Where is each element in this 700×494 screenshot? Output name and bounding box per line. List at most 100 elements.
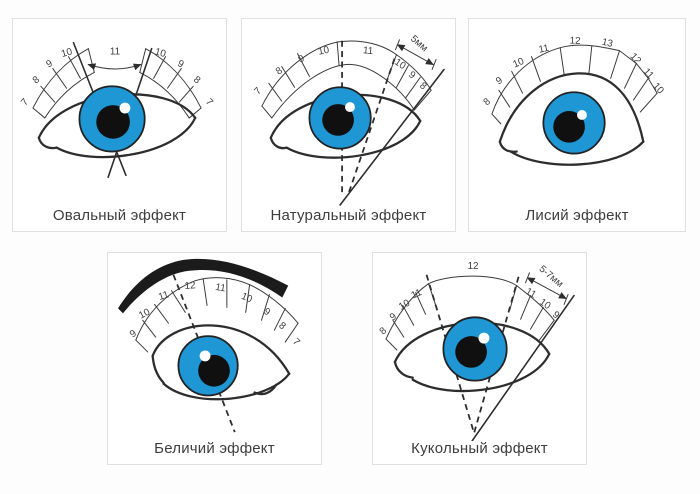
fan-dividers <box>490 45 658 125</box>
lash-length-label: 9 <box>550 309 562 321</box>
pupil <box>198 354 230 387</box>
fox-effect-diagram: 8 9 10 11 12 13 12 11 10 <box>481 36 666 166</box>
lash-length-label: 10 <box>137 306 152 321</box>
pupil-highlight <box>119 102 131 114</box>
panel-caption: Овальный эффект <box>52 207 187 224</box>
fan-inner-arc <box>271 64 415 119</box>
panel-natural-effect: 5мм 7 8 9 10 11 10 9 8 Натуральный эффек… <box>241 18 456 232</box>
lash-length-label: 8 <box>276 320 288 332</box>
lash-length-label: 7 <box>19 97 31 108</box>
pupil <box>455 336 487 368</box>
oval-effect-diagram: 7 8 9 10 11 10 9 8 7 <box>19 41 215 179</box>
lash-length-labels: 9 10 11 12 11 10 9 8 7 <box>128 280 302 348</box>
eye <box>269 86 422 159</box>
fan-inner-arc-left <box>44 71 95 119</box>
lash-length-label: 11 <box>110 47 121 58</box>
fan-outer-arc <box>135 277 299 341</box>
fan-dividers <box>261 41 432 119</box>
lash-length-label: 12 <box>627 51 643 67</box>
panel-caption: Лисий эффект <box>525 207 629 224</box>
left-dashed-guide <box>425 274 475 434</box>
lash-length-label: 11 <box>640 66 655 81</box>
eye <box>37 85 197 159</box>
lash-length-label: 7 <box>203 97 215 108</box>
squirrel-effect-diagram: 9 10 11 12 11 10 9 8 7 <box>118 258 302 433</box>
inner-corner-crease <box>151 354 165 384</box>
outer-corner-guide-line <box>471 294 575 441</box>
lash-length-label: 8 <box>481 96 493 108</box>
lash-length-label: 11 <box>214 282 227 295</box>
panel-caption: Кукольный эффект <box>411 440 548 457</box>
pupil <box>96 105 130 139</box>
lower-eyelid <box>509 140 644 166</box>
pupil-highlight <box>478 332 490 344</box>
lash-length-label: 9 <box>406 69 417 81</box>
measure-arrow <box>526 277 567 300</box>
lash-length-label: 11 <box>157 289 171 303</box>
panel-squirrel-effect: 9 10 11 12 11 10 9 8 7 Беличий эффект <box>107 252 322 465</box>
measure-arrow <box>396 44 434 66</box>
lash-length-label: 10 <box>511 56 526 71</box>
pupil <box>552 111 585 143</box>
lash-length-label: 11 <box>362 45 374 57</box>
lash-length-label: 9 <box>388 311 399 323</box>
fan-inner-arc-right <box>139 71 190 119</box>
lash-length-label: 8 <box>191 74 203 86</box>
fan-outer-arc <box>385 275 555 340</box>
lash-length-label: 11 <box>524 286 539 301</box>
lash-length-label: 9 <box>494 75 505 87</box>
natural-effect-diagram: 5мм 7 8 9 10 11 10 9 8 <box>252 33 445 206</box>
lash-length-label: 10 <box>239 291 254 306</box>
fan-dividers-left <box>32 48 95 119</box>
lash-length-label: 8 <box>31 74 43 86</box>
panel-caption: Натуральный эффект <box>270 207 427 224</box>
eye <box>393 316 551 393</box>
fan-outer-arc <box>261 40 432 107</box>
lash-fan <box>490 44 658 125</box>
panel-caption: Беличий эффект <box>154 440 275 457</box>
lash-fan <box>261 40 432 119</box>
lash-fan <box>135 277 299 353</box>
panel-oval-effect: 7 8 9 10 11 10 9 8 7 Овальный эффект <box>12 18 227 232</box>
inner-corner-crease <box>393 360 414 379</box>
inner-corner-crease <box>498 140 518 153</box>
lower-eyelid <box>285 119 422 159</box>
panel-fox-effect: 8 9 10 11 12 13 12 11 10 Лисий эффект <box>468 18 686 232</box>
lower-eyelid <box>162 372 291 401</box>
eye <box>151 324 291 401</box>
lash-length-label: 10 <box>60 46 74 60</box>
lash-length-label: 8 <box>378 325 390 337</box>
diagonal-dashed-guide <box>347 58 396 196</box>
fan-outer-arc-right <box>145 48 202 109</box>
lash-length-label: 7 <box>252 86 264 98</box>
lash-length-label: 10 <box>153 46 167 60</box>
eye <box>498 72 644 166</box>
inner-corner-crease <box>269 136 288 150</box>
fan-outer-arc-left <box>32 48 89 109</box>
fan-dividers-right <box>139 48 202 119</box>
measure-label: 5мм <box>408 33 430 54</box>
lash-length-label: 12 <box>184 280 196 292</box>
lash-length-label: 13 <box>600 37 614 50</box>
lash-length-label: 12 <box>569 36 580 47</box>
measure-ticks <box>525 272 569 305</box>
fan-outer-edge <box>490 44 658 115</box>
lash-fan <box>32 48 202 119</box>
lash-length-label: 8 <box>417 80 429 92</box>
lash-length-label: 9 <box>45 58 55 71</box>
lash-length-label: 9 <box>297 53 307 66</box>
lash-length-label: 7 <box>290 336 302 348</box>
lash-length-label: 11 <box>537 43 550 56</box>
eyebrow <box>118 258 289 314</box>
pupil-highlight <box>576 110 587 120</box>
pupil-highlight <box>345 102 355 113</box>
lash-length-label: 9 <box>262 306 273 319</box>
pupil <box>322 104 354 136</box>
inner-corner-crease <box>37 136 58 150</box>
lash-length-label: 8 <box>274 65 285 77</box>
lash-length-label: 12 <box>468 261 479 272</box>
center-span-arrow <box>87 63 142 71</box>
lash-length-labels: 8 9 10 11 12 13 12 11 10 <box>481 36 666 109</box>
pupil-highlight <box>199 350 211 362</box>
panel-doll-effect: 5-7мм 8 9 10 11 12 11 10 9 Кукольный эфф… <box>372 252 587 465</box>
